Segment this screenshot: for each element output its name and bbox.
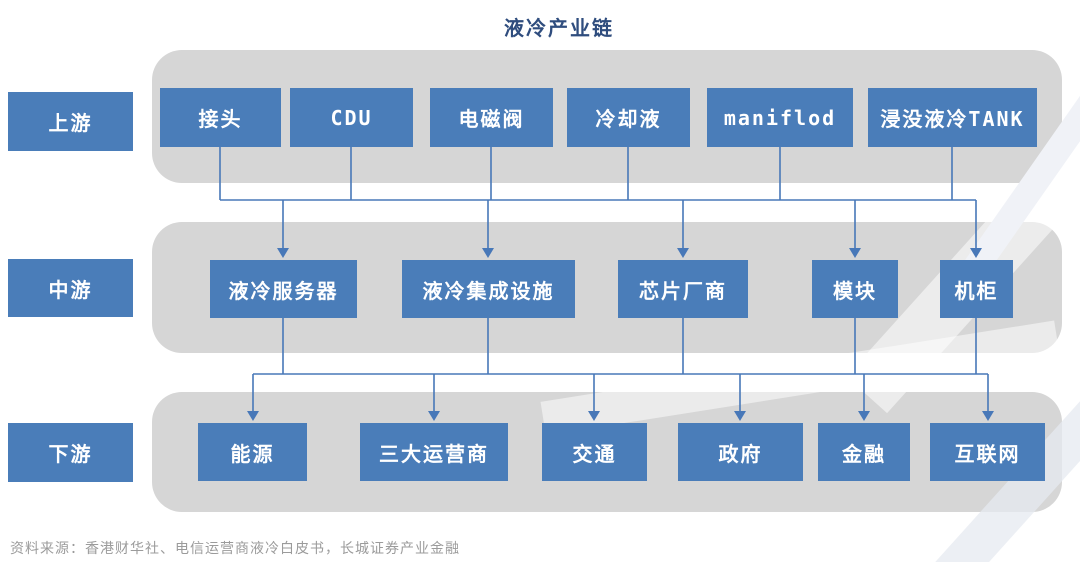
source-note: 资料来源：香港财华社、电信运营商液冷白皮书，长城证券产业金融 [10, 542, 460, 557]
node-coolant: 冷却液 [567, 88, 690, 147]
node-energy: 能源 [198, 423, 307, 481]
node-chip-vendor: 芯片厂商 [618, 260, 748, 318]
node-integration-facility: 液冷集成设施 [402, 260, 575, 318]
node-immersion-tank: 浸没液冷TANK [868, 88, 1037, 147]
diagram-title: 液冷产业链 [504, 18, 614, 40]
node-connector-fitting: 接头 [160, 88, 281, 147]
node-internet: 互联网 [930, 423, 1045, 481]
node-cabinet: 机柜 [940, 260, 1013, 318]
node-liquid-cooled-server: 液冷服务器 [210, 260, 357, 318]
node-cdu: CDU [290, 88, 413, 147]
node-transportation: 交通 [542, 423, 647, 481]
tier-label-midstream: 中游 [8, 259, 133, 317]
node-solenoid-valve: 电磁阀 [430, 88, 553, 147]
tier-label-upstream: 上游 [8, 92, 133, 151]
node-manifold: maniflod [707, 88, 853, 147]
node-module: 模块 [812, 260, 898, 318]
tier-label-downstream: 下游 [8, 423, 133, 482]
node-finance: 金融 [818, 423, 910, 481]
node-government: 政府 [678, 423, 803, 481]
node-telecom-operators: 三大运营商 [360, 423, 508, 481]
